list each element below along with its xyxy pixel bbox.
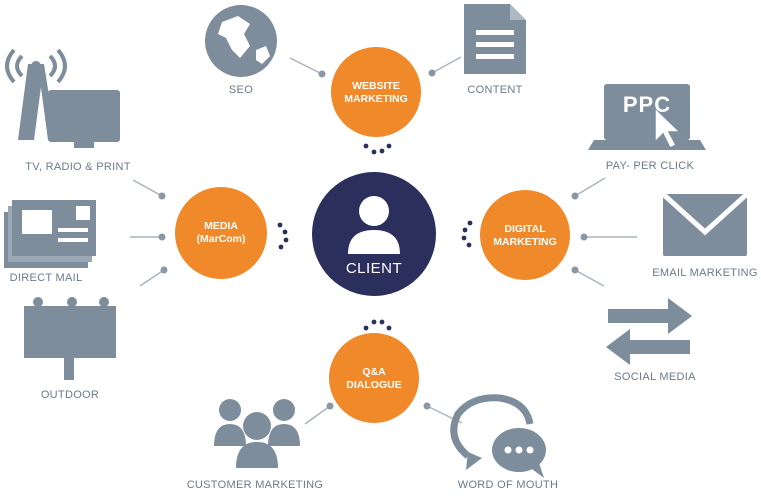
mail-stack-icon [4, 200, 96, 268]
speech-bubbles-icon [450, 394, 546, 478]
billboard-icon [24, 297, 116, 380]
connector-customer [304, 405, 331, 425]
connectors [130, 56, 637, 425]
ppc-screen-text: PPC [622, 92, 672, 117]
email-marketing-label: EMAIL MARKETING [652, 267, 758, 279]
seo-label: SEO [228, 84, 254, 96]
hub-media-circle [175, 187, 267, 279]
content-label: CONTENT [467, 84, 523, 96]
connector-social [574, 269, 605, 287]
hub-qa-circle [329, 333, 419, 423]
client-node [312, 172, 436, 296]
people-group-icon [214, 399, 300, 468]
envelope-icon [661, 192, 749, 256]
direct-mail-label: DIRECT MAIL [9, 272, 83, 284]
word-of-mouth-label: WORD OF MOUTH [457, 479, 559, 491]
globe-icon [205, 5, 277, 77]
hub-media-label: MEDIA(MarCom) [196, 220, 246, 245]
document-icon [464, 4, 526, 74]
social-media-label: SOCIAL MEDIA [614, 371, 696, 383]
connector-outdoor [139, 269, 165, 287]
connector-tv [132, 179, 163, 197]
connector-ppc [574, 177, 606, 197]
ppc-label: PAY- PER CLICK [605, 160, 695, 172]
connector-content [431, 56, 462, 74]
exchange-arrows-icon [606, 298, 692, 365]
tv-radio-print-label: TV, RADIO & PRINT [25, 161, 131, 173]
tv-radio-icon [5, 48, 120, 148]
hub-digital-circle [480, 190, 570, 280]
connector-seo [289, 57, 323, 75]
dot-arcs [277, 143, 473, 331]
person-icon [348, 196, 400, 254]
hub-website-circle [331, 47, 421, 137]
client-label: CLIENT [345, 260, 403, 277]
ppc-laptop-icon [588, 84, 706, 150]
outdoor-label: OUTDOOR [40, 389, 100, 401]
customer-marketing-label: CUSTOMER MARKETING [186, 479, 324, 491]
